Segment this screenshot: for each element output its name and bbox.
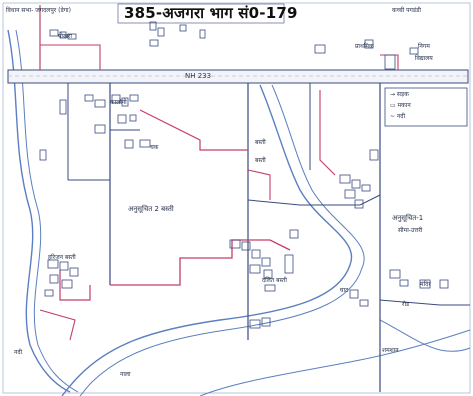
river-main bbox=[61, 84, 353, 396]
road-pink-1 bbox=[110, 239, 291, 286]
highway-band bbox=[7, 69, 469, 84]
river-east bbox=[379, 319, 471, 352]
houses-mid-left bbox=[39, 94, 151, 161]
road-h2 bbox=[247, 194, 381, 206]
label-colony: कालोनी bbox=[110, 99, 127, 106]
river-west-inner bbox=[15, 29, 79, 393]
label-seema: सीमा-उत्तरी bbox=[398, 227, 423, 234]
label-nadi-west: नदी bbox=[14, 349, 23, 356]
label-harijan: हरिजन बस्ती bbox=[48, 254, 76, 261]
header-left-label: विधान सभा- जगदलपुर (डेगा) bbox=[6, 7, 71, 14]
road-pink-3 bbox=[139, 109, 248, 151]
road-pink-4 bbox=[40, 44, 101, 70]
label-basti: बस्ती bbox=[255, 139, 266, 146]
label-top-pond: पोखरा bbox=[58, 33, 72, 40]
river-main-inner bbox=[79, 84, 365, 396]
title-box bbox=[117, 3, 285, 24]
label-anusuchit-1: अनुसूचित-1 bbox=[392, 214, 424, 222]
houses-center bbox=[229, 229, 299, 329]
river-south bbox=[199, 329, 471, 396]
road-h3 bbox=[379, 299, 470, 306]
river-west bbox=[7, 29, 71, 393]
legend-river: ~ नदी bbox=[390, 113, 406, 120]
label-anusuchit: अनुसूचित 2 बस्ती bbox=[128, 205, 174, 213]
houses-top bbox=[49, 21, 419, 70]
road-pink-6 bbox=[319, 90, 336, 176]
label-right-place: मंदिर bbox=[420, 281, 431, 288]
legend-road: → सड़क bbox=[390, 91, 409, 98]
header-right-label: कच्ची पगडंडी bbox=[392, 7, 421, 14]
label-chak: चक bbox=[150, 144, 159, 151]
legend-box bbox=[384, 87, 468, 127]
label-bastic: बस्ती bbox=[255, 157, 266, 164]
label-nadi-south: नाला bbox=[120, 371, 131, 378]
label-south-village: दलित बस्ती bbox=[262, 277, 287, 284]
road-pink-7 bbox=[39, 309, 76, 341]
houses-left-bottom bbox=[44, 259, 79, 297]
label-top-mid: प्राथमिक bbox=[355, 43, 374, 50]
road-pink-2 bbox=[59, 270, 91, 301]
road-pink-5 bbox=[247, 169, 271, 200]
houses-right bbox=[339, 149, 449, 307]
label-bottom-right: शमशान bbox=[382, 347, 399, 354]
label-nigam: निगम bbox=[418, 43, 430, 50]
map-title: 385-अजगरा भाग सं0-179 bbox=[124, 4, 298, 22]
highway-label: NH 233 bbox=[185, 72, 212, 80]
legend-house: ▭ मकान bbox=[390, 102, 411, 109]
label-right-road: रोड bbox=[402, 301, 410, 308]
label-ghat: घाट bbox=[340, 287, 349, 294]
label-vidyalaya: विद्यालय bbox=[415, 55, 433, 62]
